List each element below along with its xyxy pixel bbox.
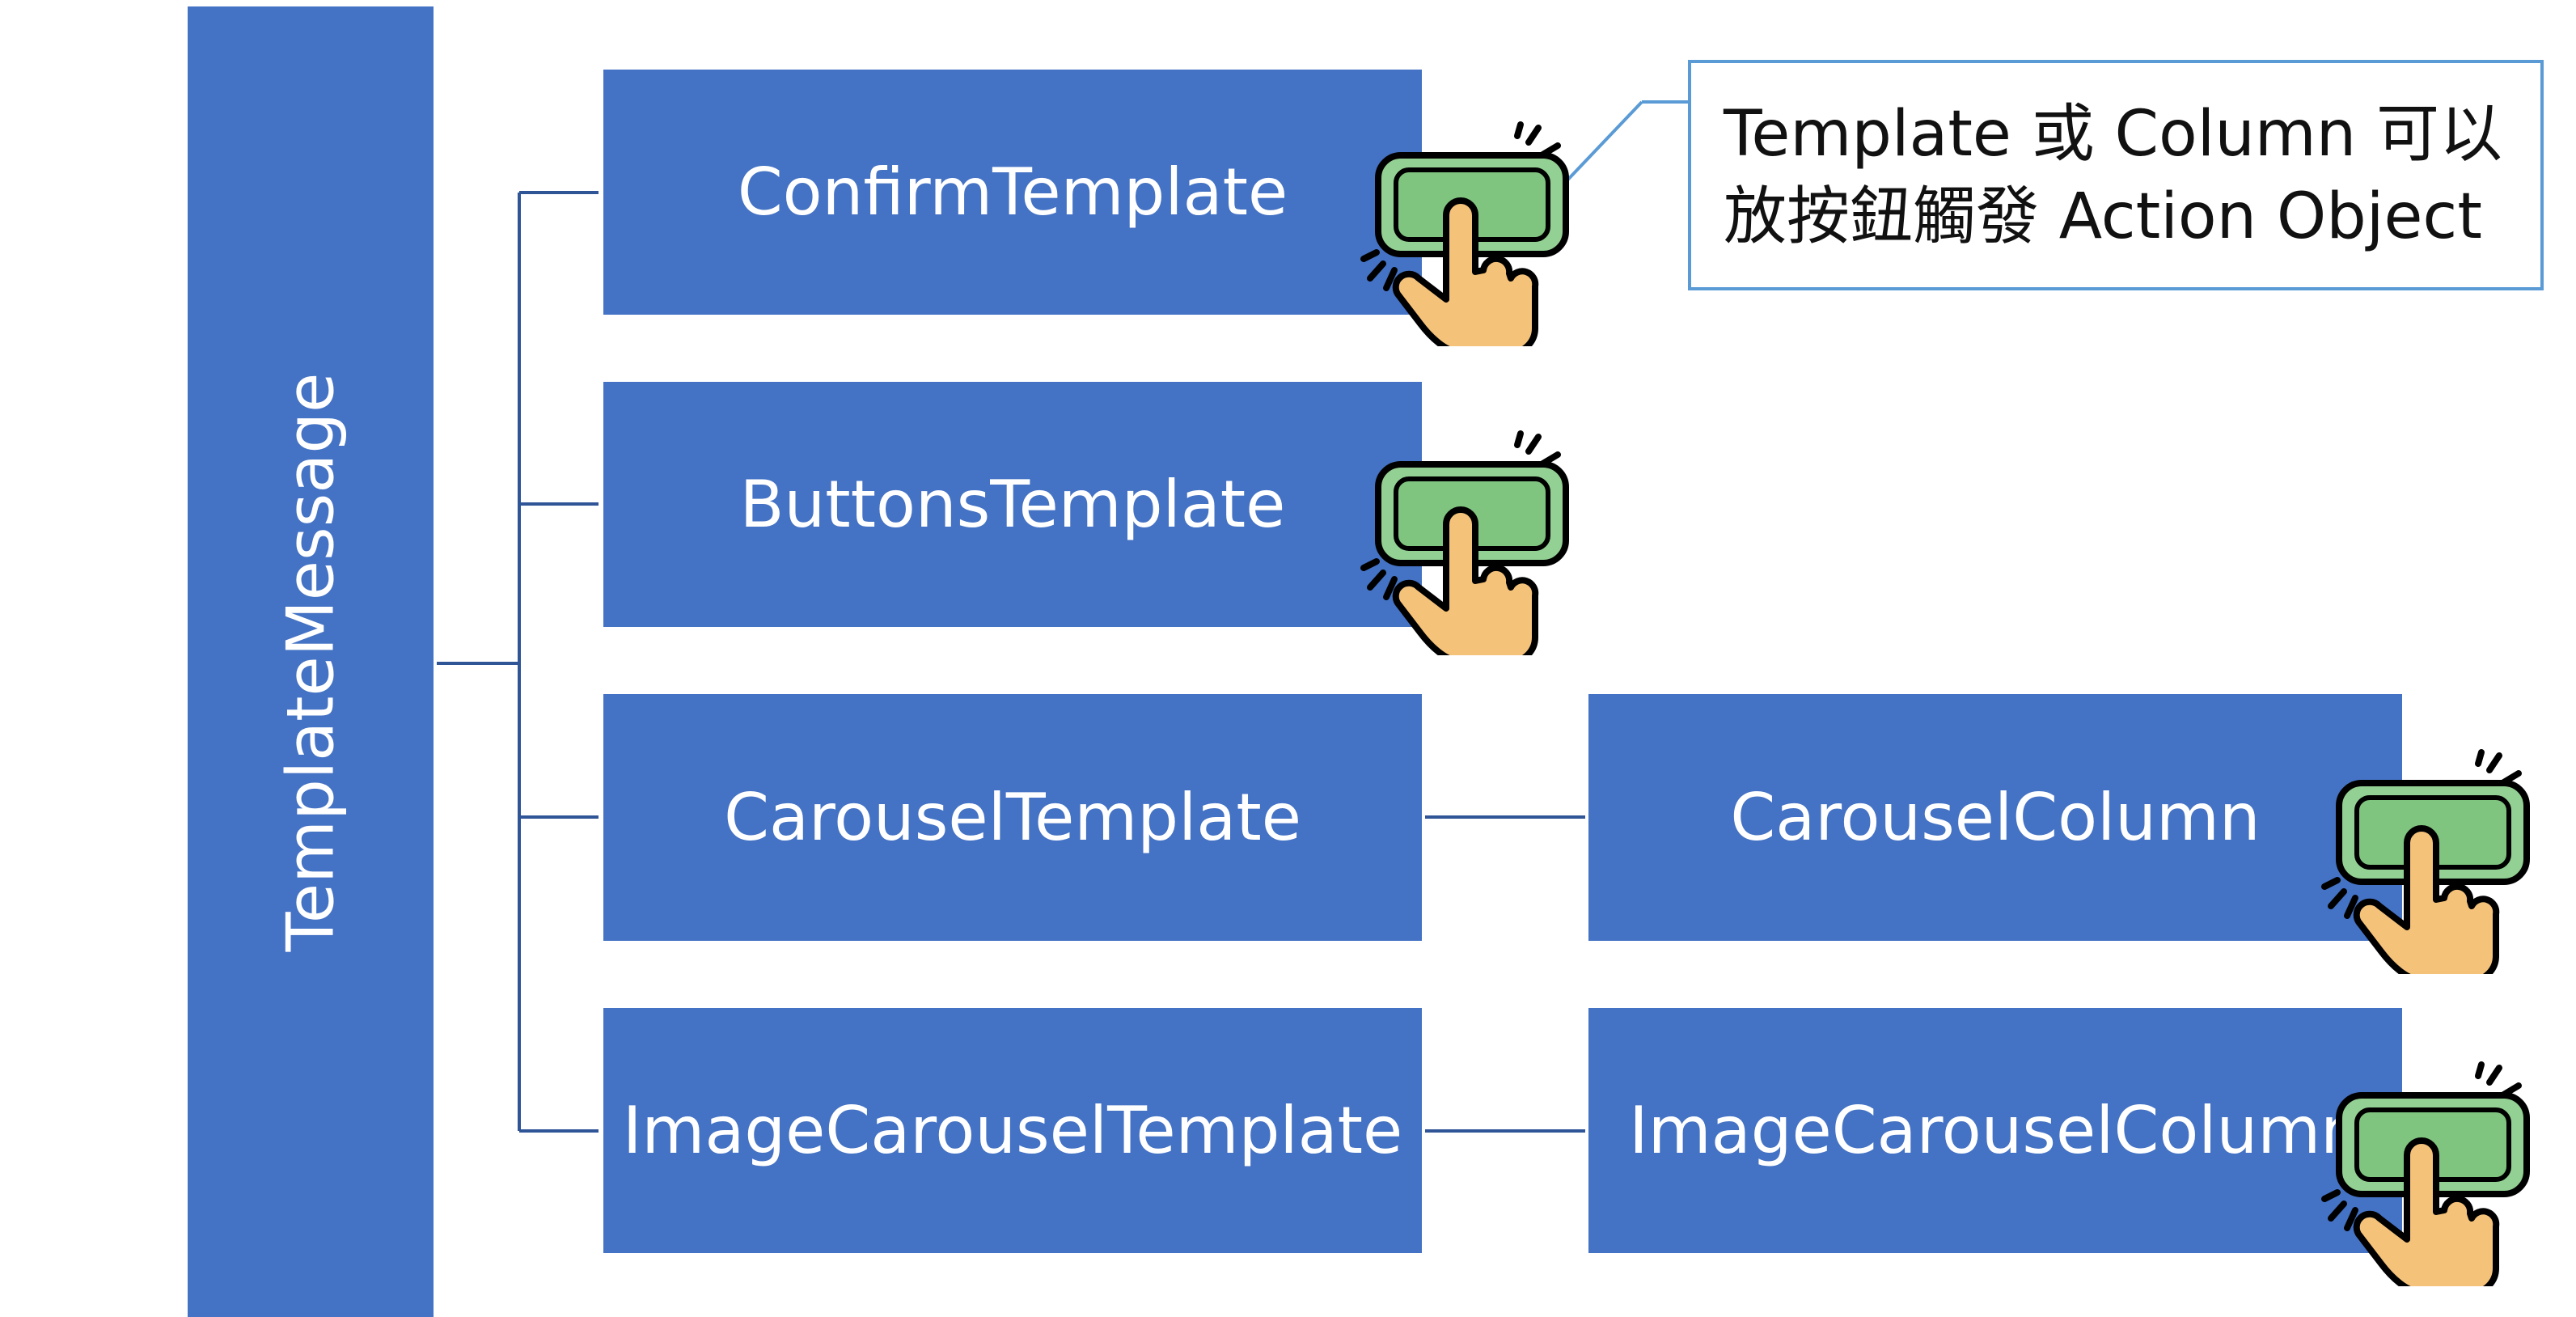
image-carousel-column-box: ImageCarouselColumn xyxy=(1588,1008,2402,1253)
tap-button-icon xyxy=(1360,430,1569,655)
template-message-box: TemplateMessage xyxy=(188,6,434,1317)
tap-button-icon xyxy=(2321,1061,2530,1286)
buttons-template-box: ButtonsTemplate xyxy=(603,382,1422,627)
carousel-template-label: CarouselTemplate xyxy=(724,780,1301,855)
confirm-template-label: ConfirmTemplate xyxy=(737,155,1288,230)
image-carousel-column-label: ImageCarouselColumn xyxy=(1629,1093,2362,1168)
image-carousel-template-label: ImageCarouselTemplate xyxy=(622,1093,1403,1168)
carousel-template-box: CarouselTemplate xyxy=(603,694,1422,941)
carousel-column-box: CarouselColumn xyxy=(1588,694,2402,941)
image-carousel-template-box: ImageCarouselTemplate xyxy=(603,1008,1422,1253)
tap-button-icon xyxy=(2321,749,2530,974)
confirm-template-box: ConfirmTemplate xyxy=(603,70,1422,315)
tap-button-icon xyxy=(1360,121,1569,346)
callout-line-2: 放按鈕觸發 Action Object xyxy=(1724,180,2482,253)
callout-note: Template 或 Column 可以 放按鈕觸發 Action Object xyxy=(1688,60,2544,290)
template-message-label: TemplateMessage xyxy=(273,372,349,951)
carousel-column-label: CarouselColumn xyxy=(1730,780,2261,855)
callout-line-1: Template 或 Column 可以 xyxy=(1724,97,2503,171)
buttons-template-label: ButtonsTemplate xyxy=(739,467,1286,542)
